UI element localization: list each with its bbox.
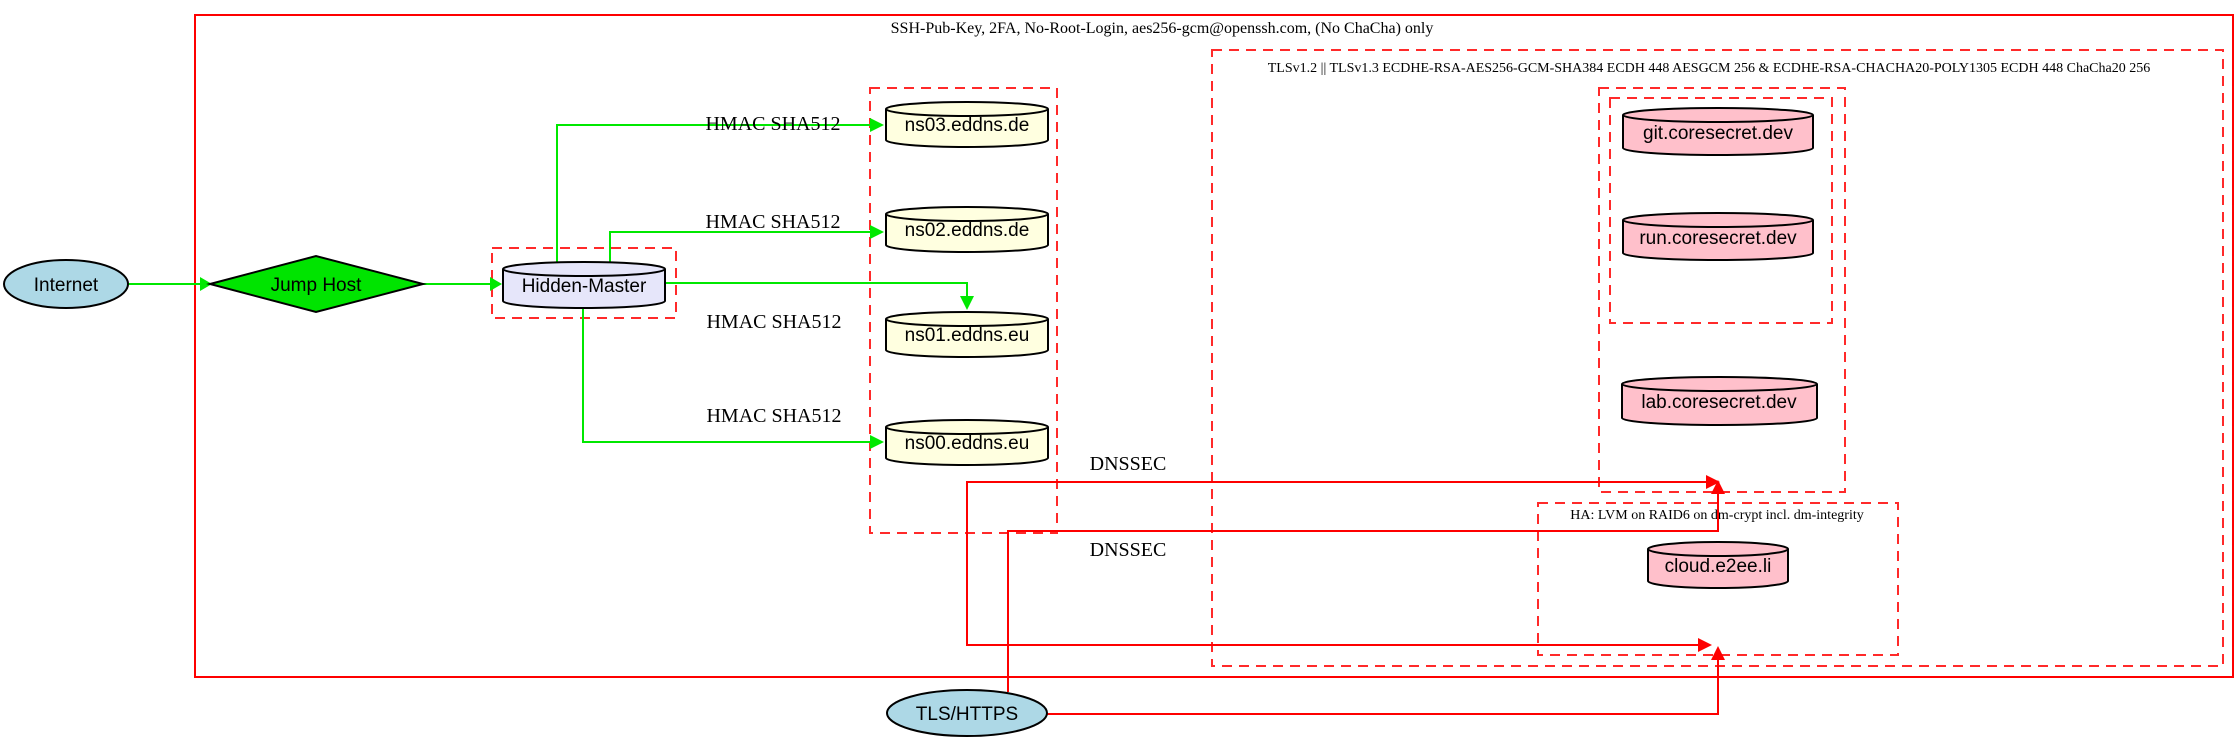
node-tls-https-label: TLS/HTTPS [916, 704, 1018, 725]
node-ns03: ns03.eddns.de [885, 101, 1049, 148]
node-ns02: ns02.eddns.de [885, 206, 1049, 253]
edge-label-dnssec-core: DNSSEC [1090, 453, 1167, 475]
edge-label-hmac-ns00: HMAC SHA512 [706, 405, 841, 427]
edge-label-dnssec-ha: DNSSEC [1090, 539, 1167, 561]
lab-cylinder-lens [1621, 383, 1818, 392]
node-cloud-label: cloud.e2ee.li [1665, 556, 1772, 577]
edge-hiddenmaster-ns00 [582, 308, 870, 443]
ns00-cylinder [885, 419, 1049, 466]
git-cylinder-lens [1622, 114, 1814, 123]
edge-label-hmac-ns02: HMAC SHA512 [705, 211, 840, 233]
node-lab: lab.coresecret.dev [1621, 376, 1818, 426]
ns03-cylinder-lens [885, 108, 1049, 117]
edge-hiddenmaster-ns02 [609, 231, 870, 262]
arrowhead-internet-jumphost [200, 277, 212, 291]
ns00-cylinder-lens [885, 426, 1049, 435]
edge-dns-coresecret [966, 481, 1706, 533]
node-internet: Internet [3, 259, 129, 309]
hidden-master-cylinder [502, 261, 666, 309]
node-internet-label: Internet [34, 275, 99, 296]
cluster-tls-label: TLSv1.2 || TLSv1.3 ECDHE-RSA-AES256-GCM-… [1268, 61, 2150, 76]
edge-hiddenmaster-ns03 [556, 124, 870, 262]
run-cylinder-lens [1622, 219, 1814, 228]
ns02-cylinder [885, 206, 1049, 253]
cluster-ssh-box [194, 14, 2234, 678]
arrowhead-jumphost-hiddenmaster [490, 277, 502, 291]
node-ns01: ns01.eddns.eu [885, 311, 1049, 358]
node-ns01-label: ns01.eddns.eu [905, 325, 1030, 346]
arrowhead-tlshttps-ha [1711, 646, 1725, 660]
jump-host-diamond [206, 254, 427, 314]
node-ns03-label: ns03.eddns.de [905, 115, 1030, 136]
node-ns00: ns00.eddns.eu [885, 419, 1049, 466]
arrowhead-tlshttps-coresecret [1711, 480, 1725, 494]
edge-tlshttps-coresecret [1007, 494, 1719, 692]
internet-ellipse [3, 259, 129, 309]
arrowhead-hiddenmaster-ns03 [870, 118, 884, 132]
arrowhead-hiddenmaster-ns02 [870, 225, 884, 239]
ns03-cylinder [885, 101, 1049, 148]
node-run: run.coresecret.dev [1622, 212, 1814, 261]
edge-label-hmac-ns03: HMAC SHA512 [705, 113, 840, 135]
ns02-cylinder-lens [885, 213, 1049, 222]
node-hidden-master-label: Hidden-Master [522, 276, 647, 297]
run-cylinder [1622, 212, 1814, 261]
hidden-master-cylinder-lens [502, 268, 666, 277]
edge-dns-ha [966, 533, 1698, 646]
cloud-cylinder-lens [1647, 548, 1789, 557]
git-cylinder [1622, 107, 1814, 156]
cloud-cylinder [1647, 541, 1789, 589]
node-cloud: cloud.e2ee.li [1647, 541, 1789, 589]
arrowhead-hiddenmaster-ns00 [870, 435, 884, 449]
node-hidden-master: Hidden-Master [502, 261, 666, 309]
node-git: git.coresecret.dev [1622, 107, 1814, 156]
edge-tlshttps-ha [1047, 660, 1719, 715]
node-lab-label: lab.coresecret.dev [1641, 392, 1797, 413]
tls-https-ellipse [886, 689, 1048, 737]
cluster-coresecret-inner-box [1609, 97, 1833, 324]
lab-cylinder [1621, 376, 1818, 426]
node-run-label: run.coresecret.dev [1639, 228, 1797, 249]
arrowhead-dns-ha [1698, 638, 1712, 652]
ns01-cylinder [885, 311, 1049, 358]
node-git-label: git.coresecret.dev [1643, 123, 1793, 144]
ns01-cylinder-lens [885, 318, 1049, 327]
node-jump-host: Jump Host [206, 254, 427, 314]
node-ns00-label: ns00.eddns.eu [905, 433, 1030, 454]
arrowhead-hiddenmaster-ns01 [960, 296, 974, 310]
cluster-ssh-label: SSH-Pub-Key, 2FA, No-Root-Login, aes256-… [891, 20, 1434, 37]
cluster-dns-box [869, 87, 1058, 534]
edge-label-hmac-ns01: HMAC SHA512 [706, 311, 841, 333]
node-jump-host-label: Jump Host [271, 275, 363, 296]
node-tls-https: TLS/HTTPS [886, 689, 1048, 737]
arrowhead-dns-coresecret [1706, 475, 1720, 489]
node-ns02-label: ns02.eddns.de [905, 220, 1030, 241]
edge-hiddenmaster-ns01 [665, 282, 968, 296]
